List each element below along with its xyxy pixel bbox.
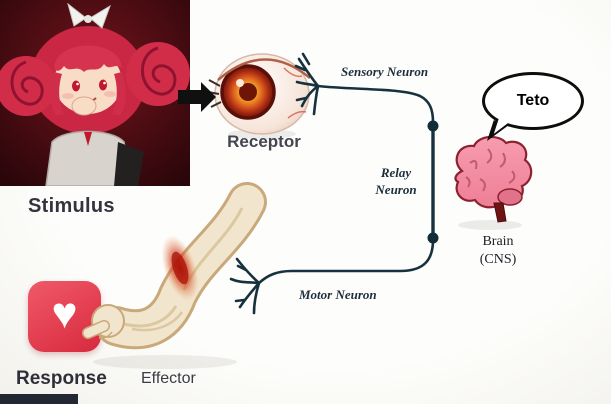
inflammation-spot xyxy=(161,235,199,301)
motor-neuron-line xyxy=(257,238,435,285)
brain-illustration xyxy=(454,135,533,230)
synapse-dot-bottom xyxy=(427,232,439,244)
effector-label: Effector xyxy=(141,370,196,387)
watermark-bar xyxy=(0,394,78,404)
speech-bubble: Teto xyxy=(482,72,584,130)
brain-label-line1: Brain xyxy=(482,234,514,249)
motor-neuron-label: Motor Neuron xyxy=(299,287,377,302)
relay-neuron-label-line1: Relay xyxy=(380,165,412,180)
receptor-label: Receptor xyxy=(227,132,301,151)
brain-cns-label: Brain (CNS) xyxy=(456,233,540,269)
sensory-neuron-label: Sensory Neuron xyxy=(341,64,429,79)
relay-neuron-label-line2: Neuron xyxy=(375,181,417,197)
heart-icon: ♥ xyxy=(51,289,78,338)
brain-label-line2: (CNS) xyxy=(479,252,517,268)
heart-response-button: ♥ xyxy=(28,281,101,352)
anime-character-illustration xyxy=(0,0,190,187)
relay-neuron-label: Relay Neuron xyxy=(364,165,428,199)
synapse-dot-top xyxy=(427,120,439,132)
response-label: Response xyxy=(16,368,107,389)
speech-bubble-text: Teto xyxy=(516,92,550,109)
sensory-neuron-line xyxy=(316,84,435,124)
eye-receptor-illustration xyxy=(207,53,311,139)
arm-effector-illustration xyxy=(82,182,267,369)
stimulus-label: Stimulus xyxy=(28,195,115,217)
stimulus-image xyxy=(0,0,190,191)
